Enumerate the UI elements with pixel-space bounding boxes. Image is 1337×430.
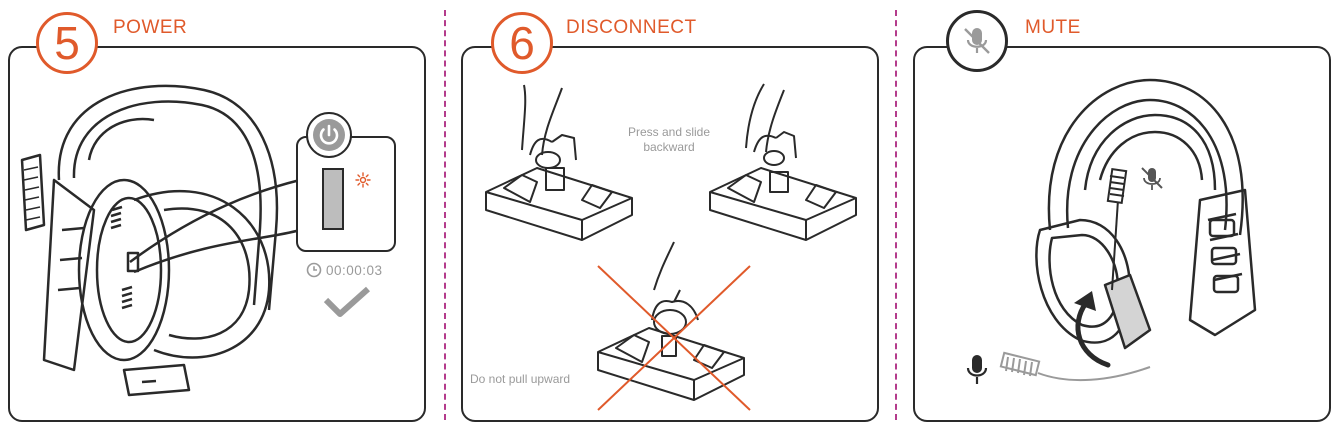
panel-divider-1 bbox=[444, 10, 446, 420]
rotate-arrow-icon bbox=[1074, 291, 1111, 368]
power-button-badge bbox=[306, 112, 352, 158]
dock-wrong bbox=[597, 241, 745, 401]
power-timer: 00:00:03 bbox=[306, 262, 383, 278]
mic-muted-icon bbox=[964, 28, 990, 54]
step-number-badge: 6 bbox=[491, 12, 553, 74]
clock-icon bbox=[306, 262, 322, 278]
panel-divider-2 bbox=[895, 10, 897, 420]
dock-correct-left bbox=[485, 84, 633, 241]
mic-boom-lowered bbox=[999, 351, 1151, 382]
power-switch-graphic bbox=[322, 168, 344, 230]
power-zoom-callout bbox=[296, 136, 396, 252]
led-blink-icon bbox=[355, 172, 371, 188]
step-title: MUTE bbox=[1025, 17, 1081, 38]
disconnect-panel-frame bbox=[461, 46, 879, 422]
step-title: DISCONNECT bbox=[566, 17, 697, 38]
zoom-leader-lines bbox=[129, 178, 301, 274]
caption-correct: Press and slide backward bbox=[627, 125, 711, 154]
power-icon bbox=[313, 119, 345, 151]
mute-badge bbox=[946, 10, 1008, 72]
dock-correct-right bbox=[709, 83, 857, 241]
mute-panel-frame bbox=[913, 46, 1331, 422]
prohibited-cross-icon bbox=[597, 265, 751, 411]
headset-front-illustration bbox=[1035, 78, 1257, 350]
step-number-badge: 5 bbox=[36, 12, 98, 74]
step-title: POWER bbox=[113, 17, 188, 38]
checkmark-icon bbox=[323, 286, 370, 317]
step-number: 6 bbox=[509, 17, 535, 69]
caption-wrong: Do not pull upward bbox=[470, 372, 571, 386]
step-number: 5 bbox=[54, 17, 80, 69]
microphone-icon bbox=[966, 355, 988, 384]
headset-illustration bbox=[20, 84, 279, 397]
timer-value: 00:00:03 bbox=[326, 262, 383, 278]
